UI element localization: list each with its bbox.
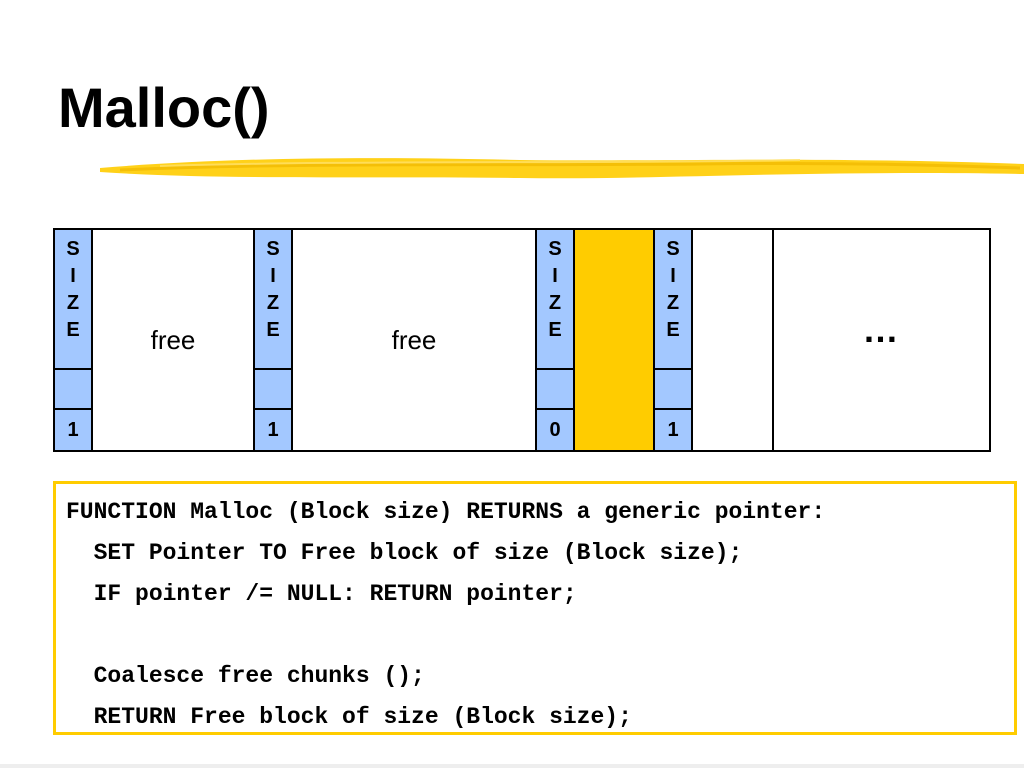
ellipsis: …	[862, 309, 901, 350]
size-letter: Z	[66, 292, 80, 314]
code-line: FUNCTION Malloc (Block size) RETURNS a g…	[66, 499, 826, 525]
memory-layout-diagram: S I Z E 1 free S I Z E 1 free S I Z E 0	[53, 228, 991, 452]
size-letter: Z	[266, 292, 280, 314]
code-line: IF pointer /= NULL: RETURN pointer;	[66, 581, 577, 607]
size-letter: I	[70, 265, 76, 287]
block-header-2: S I Z E 1	[255, 230, 293, 450]
allocation-flag: 1	[255, 410, 291, 450]
block-body-free: free	[93, 230, 255, 450]
code-line	[66, 615, 1014, 656]
block-body-free: free	[293, 230, 537, 450]
block-header-4: S I Z E 1	[655, 230, 693, 450]
size-letter: E	[548, 319, 562, 341]
size-label: S I Z E	[55, 230, 91, 370]
block-body-allocated	[575, 230, 655, 450]
header-spacer	[255, 370, 291, 410]
pseudocode-box: FUNCTION Malloc (Block size) RETURNS a g…	[53, 481, 1017, 735]
size-letter: S	[66, 238, 80, 260]
allocation-flag: 1	[655, 410, 691, 450]
code-line: RETURN Free block of size (Block size);	[66, 704, 632, 730]
block-header-3: S I Z E 0	[537, 230, 575, 450]
size-letter: E	[266, 319, 280, 341]
size-letter: Z	[666, 292, 680, 314]
memory-continuation: …	[774, 230, 989, 450]
header-spacer	[537, 370, 573, 410]
size-label: S I Z E	[255, 230, 291, 370]
allocation-flag: 1	[55, 410, 91, 450]
bottom-divider	[0, 764, 1024, 768]
size-letter: S	[666, 238, 680, 260]
allocation-flag: 0	[537, 410, 573, 450]
block-header-1: S I Z E 1	[55, 230, 93, 450]
size-letter: E	[66, 319, 80, 341]
size-letter: I	[670, 265, 676, 287]
size-letter: E	[666, 319, 680, 341]
size-letter: Z	[548, 292, 562, 314]
size-letter: I	[270, 265, 276, 287]
size-letter: S	[266, 238, 280, 260]
slide-title: Malloc()	[58, 76, 270, 139]
size-label: S I Z E	[655, 230, 691, 370]
code-line: Coalesce free chunks ();	[66, 663, 425, 689]
header-spacer	[55, 370, 91, 410]
header-spacer	[655, 370, 691, 410]
size-label: S I Z E	[537, 230, 573, 370]
size-letter: I	[552, 265, 558, 287]
title-highlight-stroke	[100, 158, 1024, 179]
block-body-free	[693, 230, 774, 450]
code-line: SET Pointer TO Free block of size (Block…	[66, 540, 743, 566]
size-letter: S	[548, 238, 562, 260]
